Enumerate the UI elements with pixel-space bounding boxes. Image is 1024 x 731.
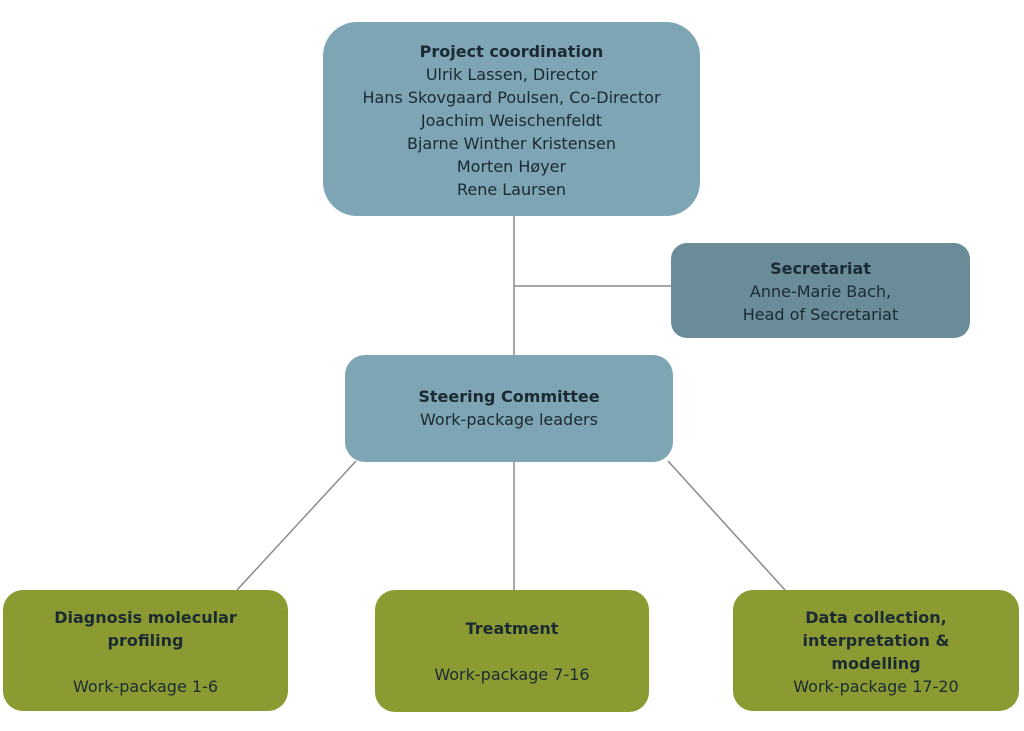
spacer bbox=[3, 652, 288, 675]
diagnosis-title: Diagnosis molecular bbox=[54, 608, 237, 627]
data-collection-work-packages: Work-package 17-20 bbox=[793, 677, 959, 696]
secretariat-line: Head of Secretariat bbox=[742, 305, 899, 324]
treatment-work-packages: Work-package 7-16 bbox=[434, 665, 590, 684]
member-name: Rene Laursen bbox=[456, 180, 567, 199]
data-collection-box: Data collection, interpretation & modell… bbox=[733, 590, 1019, 711]
data-collection-title: interpretation & bbox=[802, 631, 950, 650]
diagnosis-work-packages: Work-package 1-6 bbox=[72, 677, 219, 696]
connector-steering-diagnosis bbox=[236, 460, 357, 591]
steering-committee-title: Steering Committee bbox=[418, 387, 600, 406]
spacer bbox=[375, 640, 649, 663]
treatment-box: Treatment Work-package 7-16 bbox=[375, 590, 649, 712]
diagnosis-box: Diagnosis molecular profiling Work-packa… bbox=[3, 590, 288, 711]
project-coordination-title: Project coordination bbox=[419, 42, 604, 61]
member-name: Bjarne Winther Kristensen bbox=[407, 134, 616, 153]
connector-steering-data bbox=[667, 460, 786, 591]
secretariat-line: Anne-Marie Bach, bbox=[749, 282, 892, 301]
treatment-title: Treatment bbox=[465, 619, 559, 638]
member-name: Morten Høyer bbox=[456, 157, 567, 176]
member-name: Joachim Weischenfeldt bbox=[420, 111, 603, 130]
project-coordination-box: Project coordination Ulrik Lassen, Direc… bbox=[323, 22, 700, 216]
member-name: Ulrik Lassen, Director bbox=[425, 65, 598, 84]
data-collection-title: modelling bbox=[831, 654, 921, 673]
steering-committee-subtitle: Work-package leaders bbox=[420, 410, 598, 429]
steering-committee-box: Steering Committee Work-package leaders bbox=[345, 355, 673, 462]
secretariat-title: Secretariat bbox=[770, 259, 871, 278]
secretariat-box: Secretariat Anne-Marie Bach, Head of Sec… bbox=[671, 243, 970, 338]
member-name: Hans Skovgaard Poulsen, Co-Director bbox=[362, 88, 661, 107]
data-collection-title: Data collection, bbox=[805, 608, 947, 627]
diagnosis-title: profiling bbox=[107, 631, 184, 650]
